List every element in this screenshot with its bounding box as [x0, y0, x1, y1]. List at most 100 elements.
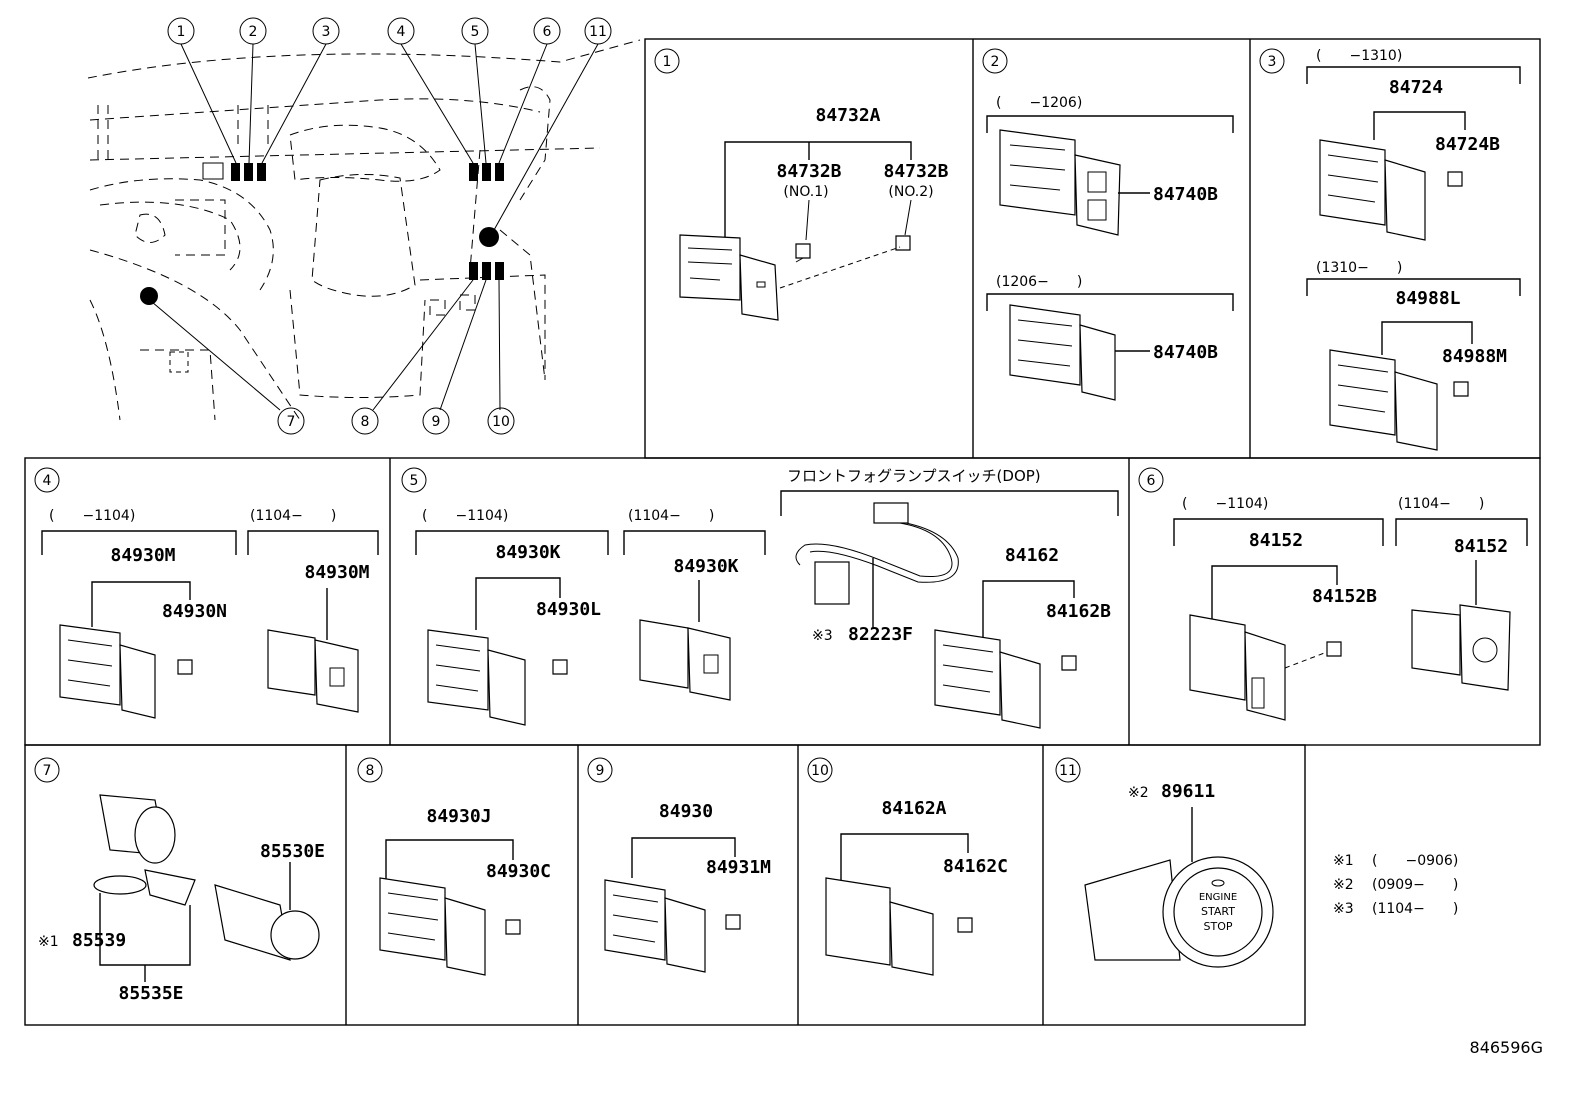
part-85535E: 85535E — [118, 983, 183, 1004]
mark-3: ※3 — [812, 628, 833, 644]
note-1-range: ( −0906) — [1372, 853, 1458, 869]
panel-11: 11 ※2 89611 ENGINE START STOP — [1055, 757, 1274, 968]
callout-7: 7 — [277, 407, 305, 435]
screw-84152B — [1326, 641, 1342, 657]
switch-84930K-a — [427, 629, 526, 726]
svg-text:2: 2 — [991, 54, 1000, 70]
part-84930C: 84930C — [486, 861, 551, 882]
part-84988L: 84988L — [1395, 288, 1460, 309]
callout-3: 3 — [312, 17, 340, 45]
switch-84930M-b — [267, 629, 359, 713]
switch-84930M-a — [59, 624, 156, 719]
svg-text:6: 6 — [1147, 473, 1156, 489]
svg-text:6: 6 — [543, 24, 552, 40]
panel-8: 8 84930J 84930C — [357, 757, 551, 976]
panel-3: 3 ( −1310) 84724 84724B (1310− ) 84988L … — [1259, 48, 1521, 451]
screw-84988M — [1453, 381, 1469, 397]
switch-84162A — [825, 877, 934, 976]
part-84162B: 84162B — [1046, 601, 1111, 622]
screw-84930L — [552, 659, 568, 675]
part-84930K-b: 84930K — [673, 556, 738, 577]
part-84732B-no1: 84732B — [776, 161, 841, 182]
part-84930N: 84930N — [162, 601, 227, 622]
range-a: ( −1206) — [996, 95, 1082, 111]
start-label: START — [1201, 905, 1235, 918]
overview-callouts: 1 2 3 4 5 6 11 7 8 9 10 — [167, 17, 612, 435]
screw-no2 — [895, 235, 911, 251]
switch-84732A-drawing — [679, 234, 779, 321]
range-a: ( −1310) — [1316, 48, 1402, 64]
part-84930: 84930 — [659, 801, 713, 822]
svg-text:5: 5 — [471, 24, 480, 40]
stop-label: STOP — [1204, 920, 1233, 933]
screw-84930N — [177, 659, 193, 675]
panel-9: 9 84930 84931M — [587, 757, 771, 973]
switch-84162 — [934, 629, 1041, 729]
panel-frames — [24, 38, 1541, 1026]
callout-2: 2 — [239, 17, 267, 45]
dashboard-overview — [87, 39, 641, 421]
svg-text:3: 3 — [322, 24, 331, 40]
note-2-mark: ※2 — [1333, 877, 1354, 893]
note-1-mark: ※1 — [1333, 853, 1354, 869]
panel-6: 6 ( −1104) 84152 84152B (1104− ) 84152 — [1138, 467, 1528, 721]
callout-4: 4 — [387, 17, 415, 45]
socket-drawing — [93, 794, 196, 906]
part-84740B-a: 84740B — [1153, 184, 1218, 205]
panel-1-number: 1 — [663, 54, 672, 70]
note-no1: (NO.1) — [783, 184, 828, 200]
switch-84930 — [604, 879, 706, 973]
switch-84152-b — [1411, 604, 1511, 691]
part-84931M: 84931M — [706, 857, 771, 878]
svg-text:7: 7 — [43, 763, 52, 779]
callout-10: 10 — [487, 407, 515, 435]
svg-text:4: 4 — [43, 473, 52, 489]
svg-text:1: 1 — [177, 24, 186, 40]
part-84724B: 84724B — [1435, 134, 1500, 155]
svg-text:4: 4 — [397, 24, 406, 40]
part-84740B-b: 84740B — [1153, 342, 1218, 363]
svg-text:3: 3 — [1268, 54, 1277, 70]
svg-text:11: 11 — [589, 24, 607, 40]
fog-harness-drawing — [795, 502, 959, 605]
svg-text:11: 11 — [1059, 763, 1077, 779]
panel-2: 2 ( −1206) 84740B (1206− ) 84740B — [982, 48, 1234, 401]
svg-text:8: 8 — [361, 414, 370, 430]
range-b: (1206− ) — [996, 274, 1082, 290]
part-84988M: 84988M — [1442, 346, 1507, 367]
part-84930L: 84930L — [536, 599, 601, 620]
screw-no1 — [795, 243, 811, 263]
note-3-range: (1104− ) — [1372, 901, 1458, 917]
range-b: (1310− ) — [1316, 260, 1402, 276]
part-84930J: 84930J — [426, 806, 491, 827]
callout-6: 6 — [533, 17, 561, 45]
callout-9: 9 — [422, 407, 450, 435]
part-82223F: 82223F — [848, 624, 913, 645]
note-2-range: (0909− ) — [1372, 877, 1458, 893]
screw-84930C — [505, 919, 521, 935]
callout-11: 11 — [584, 17, 612, 45]
diagram-id: 846596G — [1470, 1038, 1543, 1057]
part-85539: 85539 — [72, 930, 126, 951]
range-b: (1104− ) — [250, 508, 336, 524]
screw-84931M — [725, 914, 741, 930]
switch-84930J — [379, 877, 486, 976]
callout-8: 8 — [351, 407, 379, 435]
svg-text:2: 2 — [249, 24, 258, 40]
screw-84162B — [1061, 655, 1077, 671]
part-84732A: 84732A — [815, 105, 880, 126]
range-a: ( −1104) — [1182, 496, 1268, 512]
svg-text:10: 10 — [492, 414, 510, 430]
switch-84988L — [1329, 349, 1438, 451]
screw-84724B — [1447, 171, 1463, 187]
callout-5: 5 — [461, 17, 489, 45]
mark-1: ※1 — [38, 934, 59, 950]
svg-text:10: 10 — [811, 763, 829, 779]
part-84724: 84724 — [1389, 77, 1443, 98]
part-84930M-b: 84930M — [304, 562, 369, 583]
switch-84724 — [1319, 139, 1426, 241]
note-no2: (NO.2) — [888, 184, 933, 200]
engine-label: ENGINE — [1199, 892, 1237, 903]
svg-text:8: 8 — [366, 763, 375, 779]
